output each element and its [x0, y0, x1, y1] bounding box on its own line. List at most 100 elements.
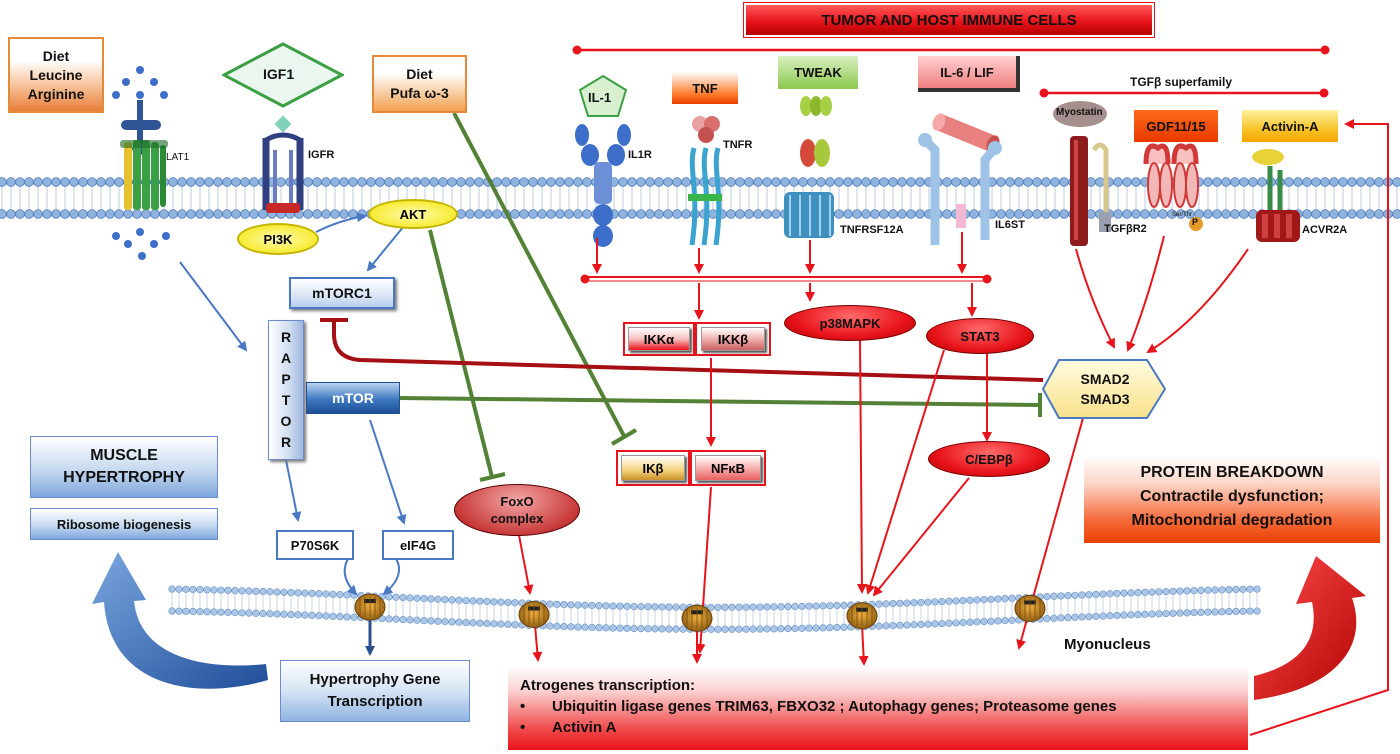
atrogenes-item-2: • Activin A — [520, 717, 1236, 738]
smad-hexagon — [1041, 359, 1167, 419]
p70s6k-label: P70S6K — [290, 537, 340, 553]
tgfbr2-label: TGFβR2 — [1104, 223, 1147, 235]
nfkb-inner: NFκB — [695, 455, 761, 481]
foxo-oval: FoxO complex — [454, 484, 580, 536]
il1r-receptor — [575, 124, 631, 247]
p38-oval: p38MAPK — [784, 305, 916, 341]
eif4g-box: eIF4G — [382, 530, 454, 560]
il6-box: IL-6 / LIF — [918, 56, 1020, 92]
raptor-letter-4: T — [281, 392, 291, 408]
gdf-receptor — [1143, 143, 1203, 231]
pi3k-label: PI3K — [263, 231, 293, 247]
blue-arrows — [179, 212, 407, 596]
il1-pentagon — [578, 74, 628, 117]
raptor-letter-3: P — [281, 371, 291, 387]
green-inhibitions — [399, 112, 1042, 482]
nuclear-membrane — [168, 585, 1261, 633]
tnf-trimer — [692, 116, 720, 143]
smad-line-2: SMAD3 — [1080, 391, 1130, 407]
atrogenes-item-1-text: Ubiquitin ligase genes TRIM63, FBXO32 ; … — [552, 698, 1117, 715]
diet-pufa-line-1: Diet — [406, 66, 433, 82]
ikb-inner: IKβ — [621, 455, 685, 481]
breakdown-line-3: Mitochondrial degradation — [1131, 512, 1333, 529]
breakdown-box: PROTEIN BREAKDOWN Contractile dysfunctio… — [1084, 451, 1380, 543]
top-banner-text: TUMOR AND HOST IMMUNE CELLS — [821, 11, 1077, 29]
ribosome-label: Ribosome biogenesis — [56, 516, 192, 532]
smad-line-1: SMAD2 — [1080, 371, 1130, 387]
hypertrophy-line-1: MUSCLE — [90, 447, 158, 464]
atrogenes-item-1: • Ubiquitin ligase genes TRIM63, FBXO32 ;… — [520, 696, 1236, 717]
lat1-label: LAT1 — [166, 152, 190, 163]
bullet-1: • — [520, 698, 526, 715]
tnfr-label: TNFR — [723, 139, 753, 151]
top-red-bar — [572, 45, 1330, 55]
atrogenes-box: Atrogenes transcription: • Ubiquitin liga… — [508, 666, 1248, 750]
tnf-label: TNF — [692, 80, 718, 96]
tweak-ligand — [800, 96, 832, 116]
hypertrophy-curved-arrow — [92, 552, 268, 689]
p38-label: p38MAPK — [819, 315, 881, 331]
il6st-receptor — [918, 133, 1002, 245]
il6-label: IL-6 / LIF — [940, 64, 994, 80]
p70s6k-box: P70S6K — [276, 530, 354, 560]
ikka-box: IKKα — [623, 322, 695, 356]
atrogenes-item-2-text: Activin A — [552, 719, 617, 736]
diet-leucine-line-3: Arginine — [27, 85, 85, 102]
il6st-label: IL6ST — [995, 219, 1025, 231]
hypertrophy-gene-line-1: Hypertrophy Gene — [309, 671, 441, 688]
tweak-box: TWEAK — [778, 56, 858, 89]
gdf-label: GDF11/15 — [1146, 118, 1206, 134]
lat1-transporter — [120, 100, 168, 210]
activin-box: Activin-A — [1242, 110, 1338, 142]
p-label: P — [1192, 217, 1199, 227]
akt-oval: AKT — [368, 199, 458, 229]
tgfbr2-receptor — [1053, 101, 1111, 246]
foxo-line-1: FoxO — [500, 494, 534, 509]
gdf-box: GDF11/15 — [1134, 110, 1218, 142]
nfkb-box: NFκB — [690, 450, 766, 486]
tgfb-superfamily-label: TGFβ superfamily — [1130, 75, 1233, 89]
atrogenes-title: Atrogenes transcription: — [520, 677, 696, 694]
mtorc1-box: mTORC1 — [289, 277, 395, 309]
smad-mtorc1-inhibition — [320, 318, 1044, 382]
igfr-receptor — [262, 115, 304, 213]
ikka-inner: IKKα — [628, 327, 690, 351]
nuclear-pores — [354, 593, 1046, 632]
ikb-box: IKβ — [616, 450, 690, 486]
smad-label: SMAD2 SMAD3 — [1060, 368, 1150, 410]
diet-pufa-line-2: Pufa ω-3 — [390, 85, 449, 101]
pi3k-oval: PI3K — [237, 223, 319, 255]
igfr-label: IGFR — [308, 149, 335, 161]
raptor-letter-6: R — [280, 434, 292, 450]
diet-leucine-box: Diet Leucine Arginine — [8, 37, 104, 113]
cell-membrane — [0, 177, 1400, 219]
akt-label: AKT — [399, 206, 427, 222]
eif4g-label: eIF4G — [399, 537, 437, 553]
diet-leucine-line-1: Diet — [42, 47, 70, 64]
hypertrophy-gene-box: Hypertrophy Gene Transcription — [280, 660, 470, 722]
nfkb-label: NFκB — [711, 460, 745, 476]
amino-acid-dots — [112, 66, 170, 260]
hypertrophy-line-2: HYPERTROPHY — [63, 469, 185, 486]
breakdown-line-1: PROTEIN BREAKDOWN — [1140, 464, 1324, 481]
igf1-label: IGF1 — [263, 66, 295, 82]
mtorc1-label: mTORC1 — [312, 285, 372, 301]
acvr2a-receptor — [1252, 149, 1300, 242]
activin-label: Activin-A — [1261, 118, 1319, 134]
raptor-letter-5: O — [280, 413, 292, 429]
tnfrsf12a-label: TNFRSF12A — [840, 224, 904, 236]
ribosome-box: Ribosome biogenesis — [30, 508, 218, 540]
hypertrophy-box: MUSCLE HYPERTROPHY — [30, 436, 218, 498]
tnf-box: TNF — [672, 72, 738, 104]
myostatin-label: Myostatin — [1056, 107, 1103, 118]
ser-thr-label: Ser/Thr — [1172, 212, 1193, 218]
diet-leucine-line-2: Leucine — [29, 66, 83, 83]
foxo-line-2: complex — [490, 511, 544, 526]
ikkb-label: IKKβ — [717, 331, 749, 347]
diet-pufa-box: Diet Pufa ω-3 — [372, 55, 467, 113]
ikka-label: IKKα — [643, 331, 675, 347]
stat3-label: STAT3 — [960, 328, 1000, 344]
bullet-2: • — [520, 719, 526, 736]
il1r-label: IL1R — [628, 149, 652, 161]
